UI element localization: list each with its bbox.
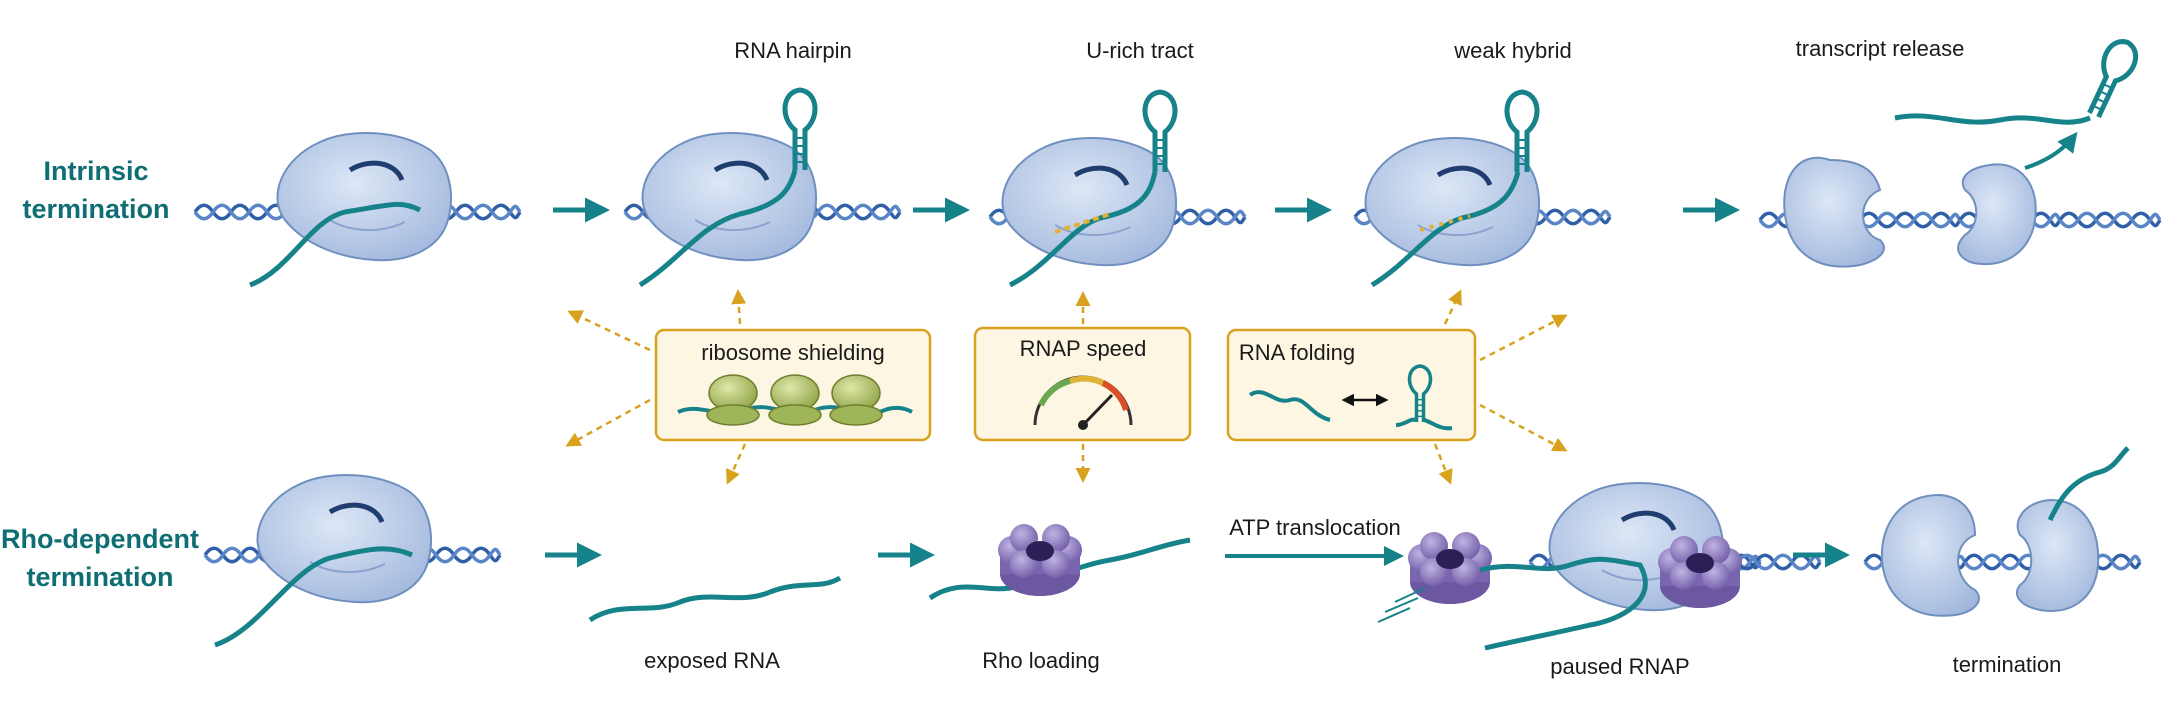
svg-text:ribosome shielding: ribosome shielding: [701, 340, 884, 365]
paused-rnap-complex: [1377, 483, 1822, 651]
label-u-rich-tract: U-rich tract: [1086, 38, 1194, 63]
speedometer-icon: [1033, 375, 1133, 430]
rho-hexamer-icon: [998, 524, 1082, 596]
label-weak-hybrid: weak hybrid: [1453, 38, 1571, 63]
label-termination: termination: [1953, 652, 2062, 677]
u-rich-tract-complex: [988, 92, 1247, 288]
label-paused-rnap: paused RNAP: [1550, 654, 1689, 679]
label-exposed-rna: exposed RNA: [644, 648, 780, 673]
svg-text:RNA folding: RNA folding: [1239, 340, 1355, 365]
svg-text:Rho-dependent: Rho-dependent: [1, 524, 199, 554]
intrinsic-elongating-complex: [193, 133, 522, 288]
label-transcript-release: transcript release: [1796, 36, 1965, 61]
rho-termination: [1863, 446, 2142, 617]
svg-text:ATP translocation: ATP translocation: [1229, 515, 1401, 540]
svg-text:RNAP speed: RNAP speed: [1020, 336, 1147, 361]
ribosome-icon: [706, 374, 760, 426]
label-rna-hairpin: RNA hairpin: [734, 38, 851, 63]
rho-row-title: Rho-dependent termination: [1, 524, 199, 592]
factor-ribosome-shielding: ribosome shielding: [654, 328, 932, 442]
svg-text:termination: termination: [22, 194, 169, 224]
rho-elongating-complex: [203, 475, 502, 648]
atp-translocation: ATP translocation: [1225, 515, 1404, 566]
exposed-rna: [588, 575, 842, 623]
transcript-release: [1758, 36, 2162, 268]
rna-hairpin-complex: [623, 90, 902, 288]
svg-text:termination: termination: [26, 562, 173, 592]
label-rho-loading: Rho loading: [982, 648, 1099, 673]
factor-influence-arrows: [565, 289, 1568, 485]
factor-rna-folding: RNA folding: [1226, 328, 1477, 442]
weak-hybrid-complex: [1353, 92, 1612, 288]
factor-rnap-speed: RNAP speed: [973, 326, 1192, 442]
svg-text:Intrinsic: Intrinsic: [43, 156, 148, 186]
rho-loading: [928, 524, 1191, 601]
intrinsic-row-title: Intrinsic termination: [22, 156, 169, 224]
